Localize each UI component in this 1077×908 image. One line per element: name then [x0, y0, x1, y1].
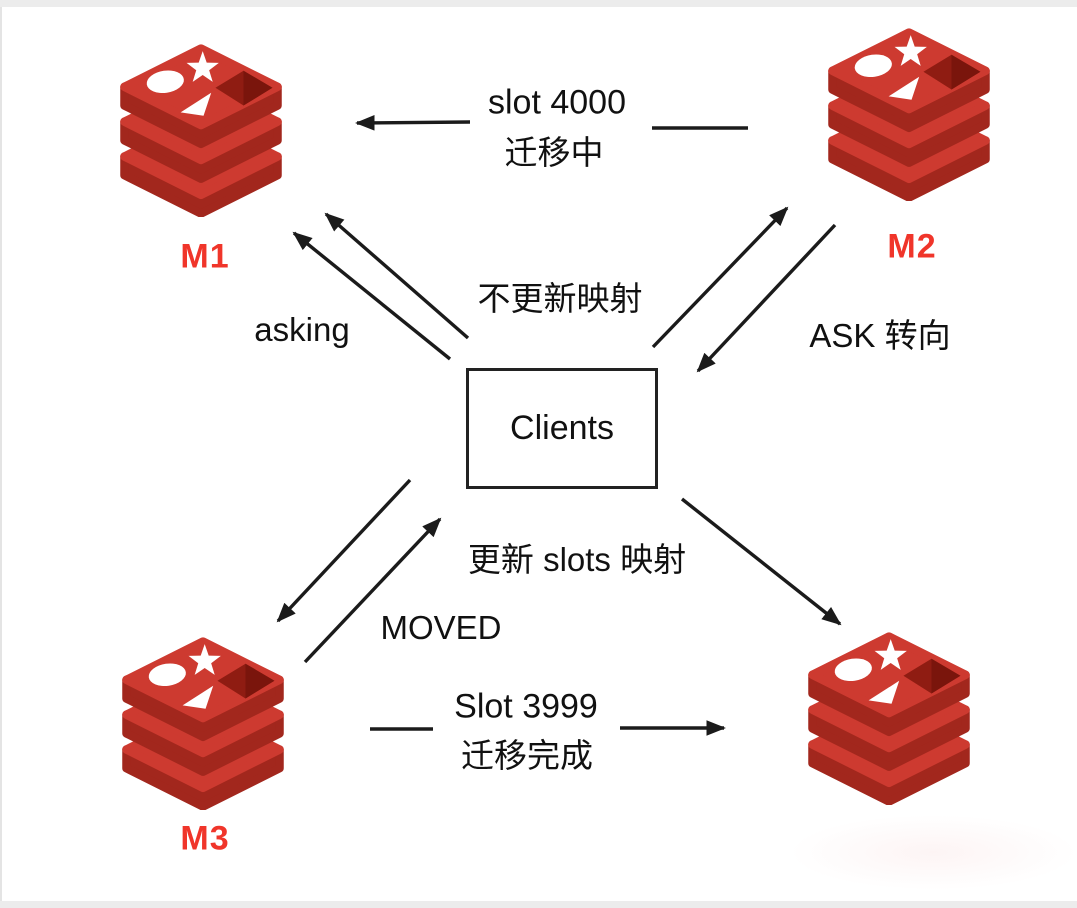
screenshot-left-border: [0, 7, 2, 901]
node-m2-label: M2: [887, 227, 937, 266]
slot-4000-label: slot 4000: [488, 83, 626, 122]
screenshot-bottom-border: [0, 901, 1077, 908]
node-m1: [116, 40, 286, 217]
slot-3999-label: Slot 3999: [454, 687, 598, 726]
node-m4: [804, 628, 974, 805]
node-m3-label: M3: [180, 819, 230, 858]
clients-box: Clients: [466, 368, 658, 489]
arrow-clients-to-m3: [276, 478, 412, 623]
redis-icon: [824, 24, 994, 201]
redis-icon: [118, 633, 288, 810]
node-m2: [824, 24, 994, 201]
arrow-m2-to-clients: [696, 223, 837, 373]
clients-box-label: Clients: [510, 409, 614, 447]
ask-redirect-label: ASK 转向: [809, 317, 951, 354]
arrow-clients-to-m1-inner: [324, 212, 470, 340]
asking-label: asking: [254, 311, 350, 348]
node-m1-label: M1: [180, 237, 230, 276]
arrow-clients-to-m1-outer: [292, 231, 452, 361]
arrow-clients-to-m4: [680, 497, 842, 626]
faint-watermark: [790, 815, 1077, 890]
arrow-clients-to-m2: [651, 206, 789, 349]
moved-label: MOVED: [380, 609, 502, 646]
arrow-m3-to-clients: [303, 517, 442, 664]
migrating-label: 迁移中: [504, 134, 604, 171]
no-update-mapping-label: 不更新映射: [477, 280, 643, 317]
arrow-m2-to-m1-head-segment: [355, 115, 471, 131]
screenshot-top-border: [0, 0, 1077, 7]
update-slots-mapping-label: 更新 slots 映射: [467, 541, 687, 578]
migration-complete-label: 迁移完成: [461, 737, 593, 774]
redis-icon: [804, 628, 974, 805]
redis-icon: [116, 40, 286, 217]
node-m3: [118, 633, 288, 810]
